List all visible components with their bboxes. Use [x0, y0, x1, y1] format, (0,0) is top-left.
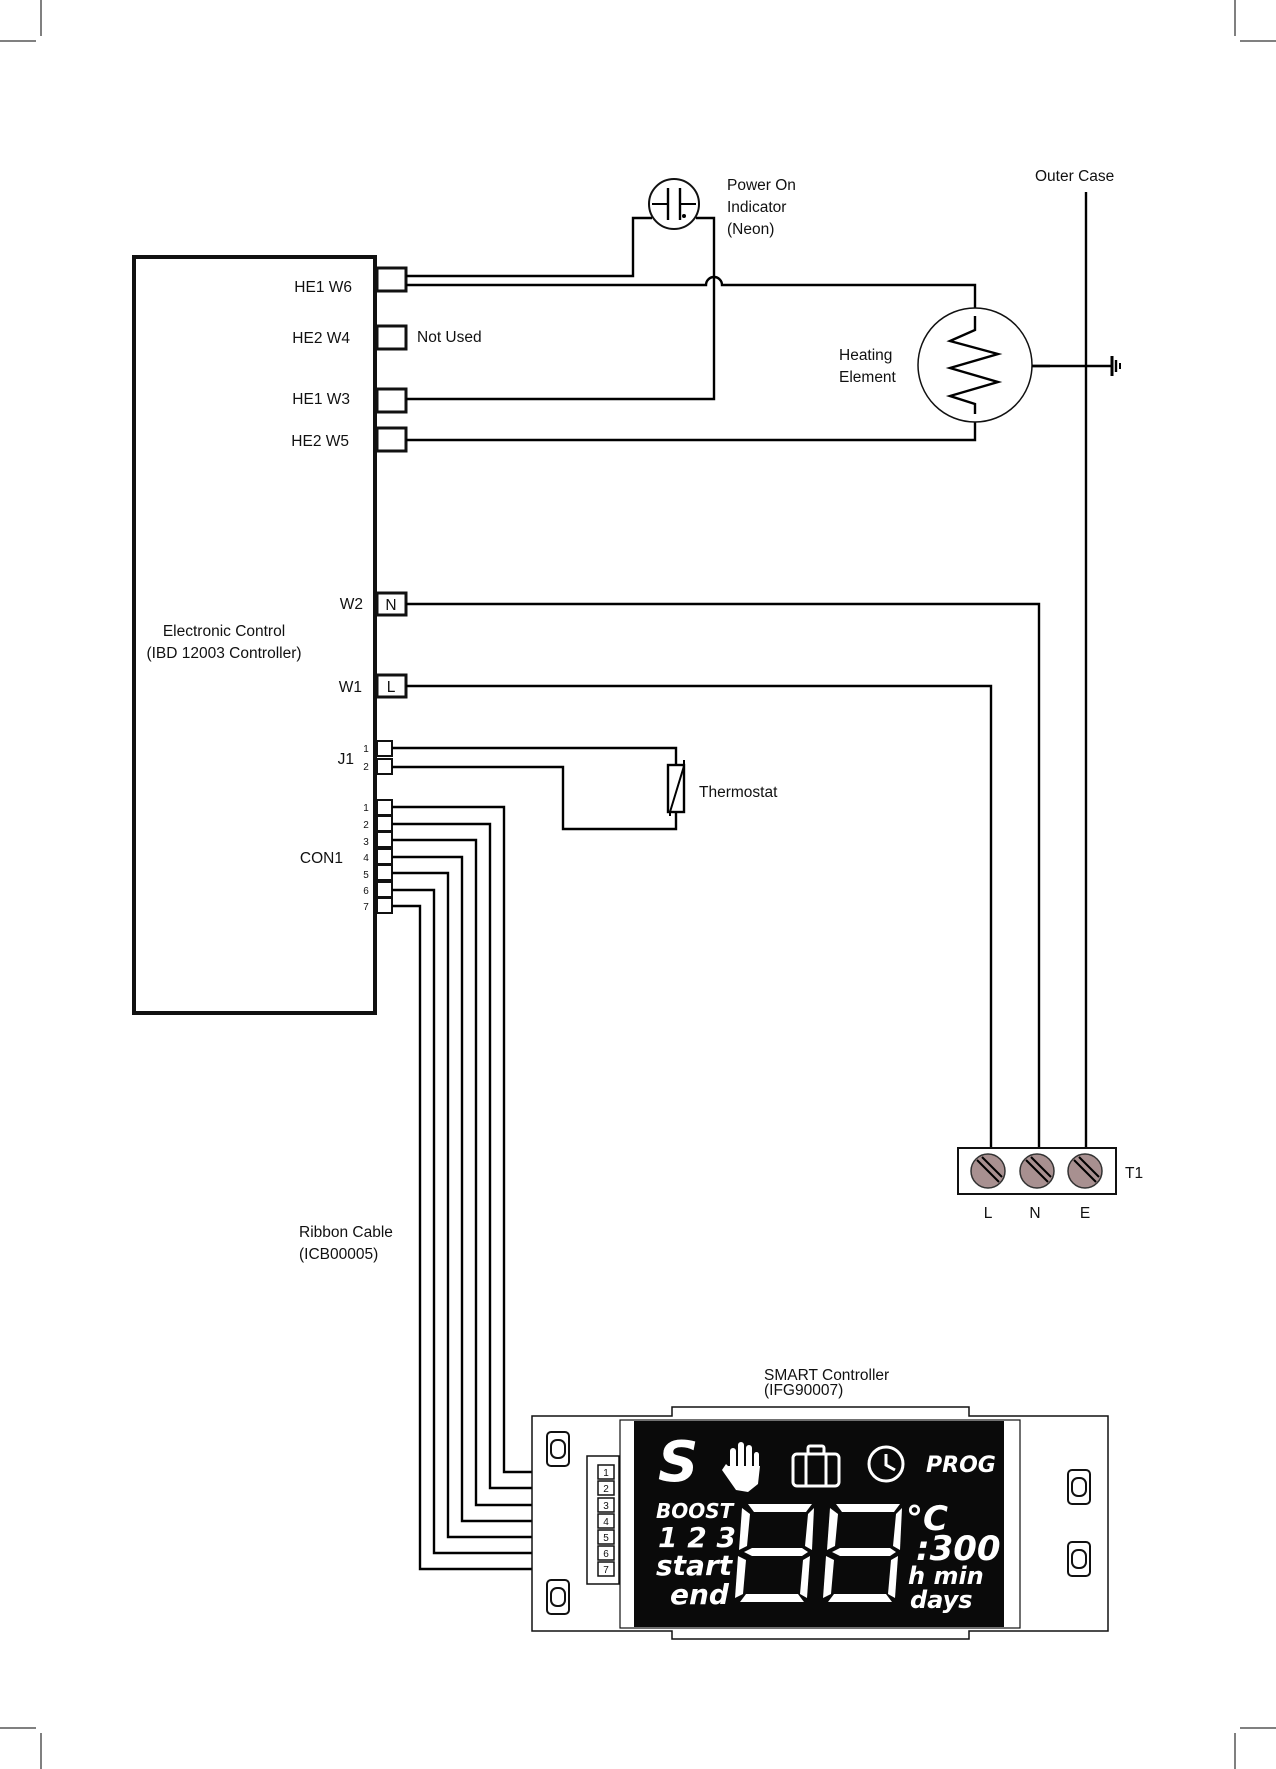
- ribbon-label-1: Ribbon Cable: [299, 1224, 393, 1241]
- neon-label-3: (Neon): [727, 221, 774, 238]
- mount-tr: [1067, 1469, 1091, 1505]
- lcd-digit-2: [823, 1504, 902, 1602]
- mount-br: [1067, 1541, 1091, 1577]
- terminal-label-con1: CON1: [300, 850, 343, 867]
- lcd-digits: [735, 1504, 902, 1602]
- controller-title: Electronic Control: [163, 623, 285, 640]
- terminal-he2-w5: [375, 426, 408, 453]
- mount-tl: [546, 1431, 570, 1467]
- not-used-label: Not Used: [417, 329, 482, 346]
- heater-label-2: Element: [839, 369, 897, 386]
- j1-pin-1: 1: [363, 744, 369, 755]
- svg-text:2: 2: [603, 1484, 609, 1495]
- terminal-boxes: [375, 266, 408, 699]
- terminal-label-w2: W2: [340, 596, 363, 613]
- clock-icon: [867, 1445, 905, 1483]
- t1-label-n: N: [1029, 1205, 1040, 1222]
- w1-pin-label: L: [387, 679, 396, 696]
- svg-text:6: 6: [603, 1549, 609, 1560]
- lcd-start: start: [656, 1549, 734, 1582]
- svg-text:6: 6: [363, 886, 369, 897]
- briefcase-icon: [791, 1444, 841, 1488]
- svg-text:7: 7: [363, 902, 369, 913]
- terminal-label-he2-w5: HE2 W5: [291, 433, 349, 450]
- heater-label-1: Heating: [839, 347, 892, 364]
- svg-text:7: 7: [603, 1565, 609, 1576]
- j1-pin-2: 2: [363, 762, 369, 773]
- hand-icon: [722, 1442, 760, 1492]
- neon-indicator: [648, 178, 700, 230]
- ribbon-cable: [392, 805, 587, 1571]
- svg-text:3: 3: [603, 1501, 609, 1512]
- lcd-digits-value: 88: [0, 0, 2, 1]
- con1-connector: [376, 799, 393, 914]
- thermostat-label: Thermostat: [699, 784, 778, 801]
- electronic-control-box: [132, 255, 377, 1015]
- lcd-s-icon: S: [658, 1430, 698, 1495]
- screw-e: [1067, 1153, 1103, 1189]
- thermostat-wires: [392, 746, 678, 831]
- svg-text:4: 4: [603, 1517, 609, 1528]
- w2-pin-label: N: [385, 597, 396, 614]
- terminal-block-t1: [957, 1147, 1117, 1195]
- heating-element: [917, 307, 1050, 423]
- terminal-label-w1: W1: [339, 679, 362, 696]
- lcd-hmin: h min: [908, 1562, 984, 1590]
- smart-pin-numbers: 1 2 3 4 5 6 7: [603, 1468, 609, 1576]
- svg-text:3: 3: [363, 837, 369, 848]
- neon-label-1: Power On: [727, 177, 796, 194]
- t1-label: T1: [1125, 1165, 1143, 1182]
- outer-case-label: Outer Case: [1035, 168, 1114, 185]
- lcd-time: :300: [916, 1529, 1001, 1569]
- con1-pin-numbers: 1 2 3 4 5 6 7: [363, 803, 369, 913]
- svg-text:5: 5: [363, 870, 369, 881]
- lcd-degree-c: °C: [906, 1499, 948, 1539]
- lcd-boost: BOOST: [656, 1499, 735, 1523]
- terminal-label-he1-w3: HE1 W3: [292, 391, 350, 408]
- screw-l: [970, 1153, 1006, 1189]
- smart-label-2: (IFG90007): [764, 1382, 843, 1399]
- terminal-he1-w3: [375, 387, 408, 414]
- terminal-he2-w4: [375, 324, 408, 351]
- j1-connector: [376, 740, 393, 775]
- t1-label-l: L: [984, 1205, 993, 1222]
- neon-label-2: Indicator: [727, 199, 786, 216]
- terminal-he1-w6: [375, 266, 408, 293]
- lcd-numbers: 1 2 3: [658, 1521, 736, 1554]
- terminal-label-he1-w6: HE1 W6: [294, 279, 352, 296]
- ribbon-label-2: (ICB00005): [299, 1246, 378, 1263]
- svg-text:1: 1: [603, 1468, 609, 1479]
- svg-text:4: 4: [363, 853, 369, 864]
- lcd-days: days: [910, 1586, 973, 1614]
- screw-n: [1019, 1153, 1055, 1189]
- svg-text:1: 1: [363, 803, 369, 814]
- svg-text:2: 2: [363, 820, 369, 831]
- lcd-digit-1: [735, 1504, 814, 1602]
- svg-text:5: 5: [603, 1533, 609, 1544]
- mount-bl: [546, 1579, 570, 1615]
- lcd-end: end: [670, 1578, 730, 1611]
- smart-label-1: SMART Controller: [764, 1367, 889, 1384]
- t1-label-e: E: [1080, 1205, 1090, 1222]
- terminal-label-he2-w4: HE2 W4: [292, 330, 350, 347]
- terminal-label-j1: J1: [338, 751, 354, 768]
- controller-subtitle: (IBD 12003 Controller): [146, 645, 301, 662]
- lcd-prog: PROG: [926, 1453, 996, 1478]
- thermostat-symbol: [666, 760, 686, 816]
